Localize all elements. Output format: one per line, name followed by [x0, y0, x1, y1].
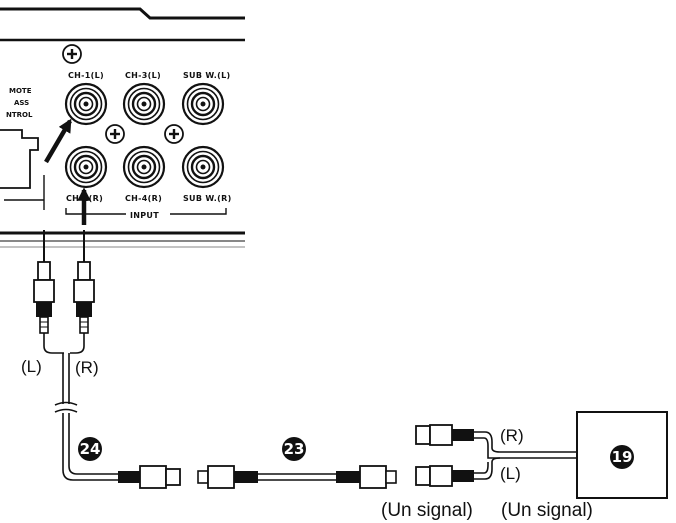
jack-label-subw-r: SUB W.(R) — [183, 194, 232, 203]
rca-jack-subw-r — [181, 145, 225, 189]
callout-23: 23 — [282, 437, 306, 461]
rca-plug-lower-l — [415, 465, 474, 487]
cable-right-label: (R) — [75, 358, 99, 377]
rca-jack-ch1 — [64, 82, 108, 126]
rca-jack-ch3 — [122, 82, 166, 126]
callout-24-text: 24 — [80, 440, 101, 458]
rca-plug-upper-r — [415, 424, 474, 446]
cable-left-label: (L) — [21, 357, 42, 376]
rca-plug-left — [33, 230, 55, 334]
y-cable-wire — [43, 333, 118, 481]
jack-label-subw-l: SUB W.(L) — [183, 71, 230, 80]
input-label: INPUT — [130, 211, 159, 220]
branch-wire — [474, 431, 578, 480]
control-text-line-3: NTROL — [6, 111, 33, 119]
amplifier-panel: MOTE ASS NTROL CH-1(L) CH-3(L) SUB W.(L)… — [0, 7, 245, 248]
caption-un-signal-left: (Un signal) — [381, 500, 473, 521]
jack-label-ch1: CH-1(L) — [68, 71, 104, 80]
bass-text-line-2: ASS — [14, 99, 29, 107]
jack-label-ch4: CH-4(R) — [125, 194, 162, 203]
rca-plug-right — [73, 230, 95, 334]
rca-jack-ch4 — [122, 145, 166, 189]
arrow-left-icon — [44, 118, 72, 164]
jack-label-ch3: CH-3(L) — [125, 71, 161, 80]
branch-lower-label: (L) — [500, 464, 521, 483]
remote-text-line-1: MOTE — [9, 87, 32, 95]
plus-badge-icon-mid-left — [105, 124, 125, 144]
callout-23-text: 23 — [284, 440, 305, 458]
rca-jack-subw-l — [181, 82, 225, 126]
callout-19: 19 — [610, 445, 634, 469]
connection-arrows — [44, 118, 91, 225]
callout-19-text: 19 — [612, 448, 633, 466]
rca-jack-ch2 — [64, 145, 108, 189]
callout-24: 24 — [78, 437, 102, 461]
plus-badge-icon-top — [62, 44, 82, 64]
branch-upper-label: (R) — [500, 426, 524, 445]
extension-cable-23 — [197, 465, 397, 489]
plus-badge-icon-mid-right — [164, 124, 184, 144]
rca-plug-horizontal-24 — [118, 465, 181, 489]
control-port-outline — [0, 129, 39, 189]
caption-un-signal-right: (Un signal) — [501, 500, 593, 521]
